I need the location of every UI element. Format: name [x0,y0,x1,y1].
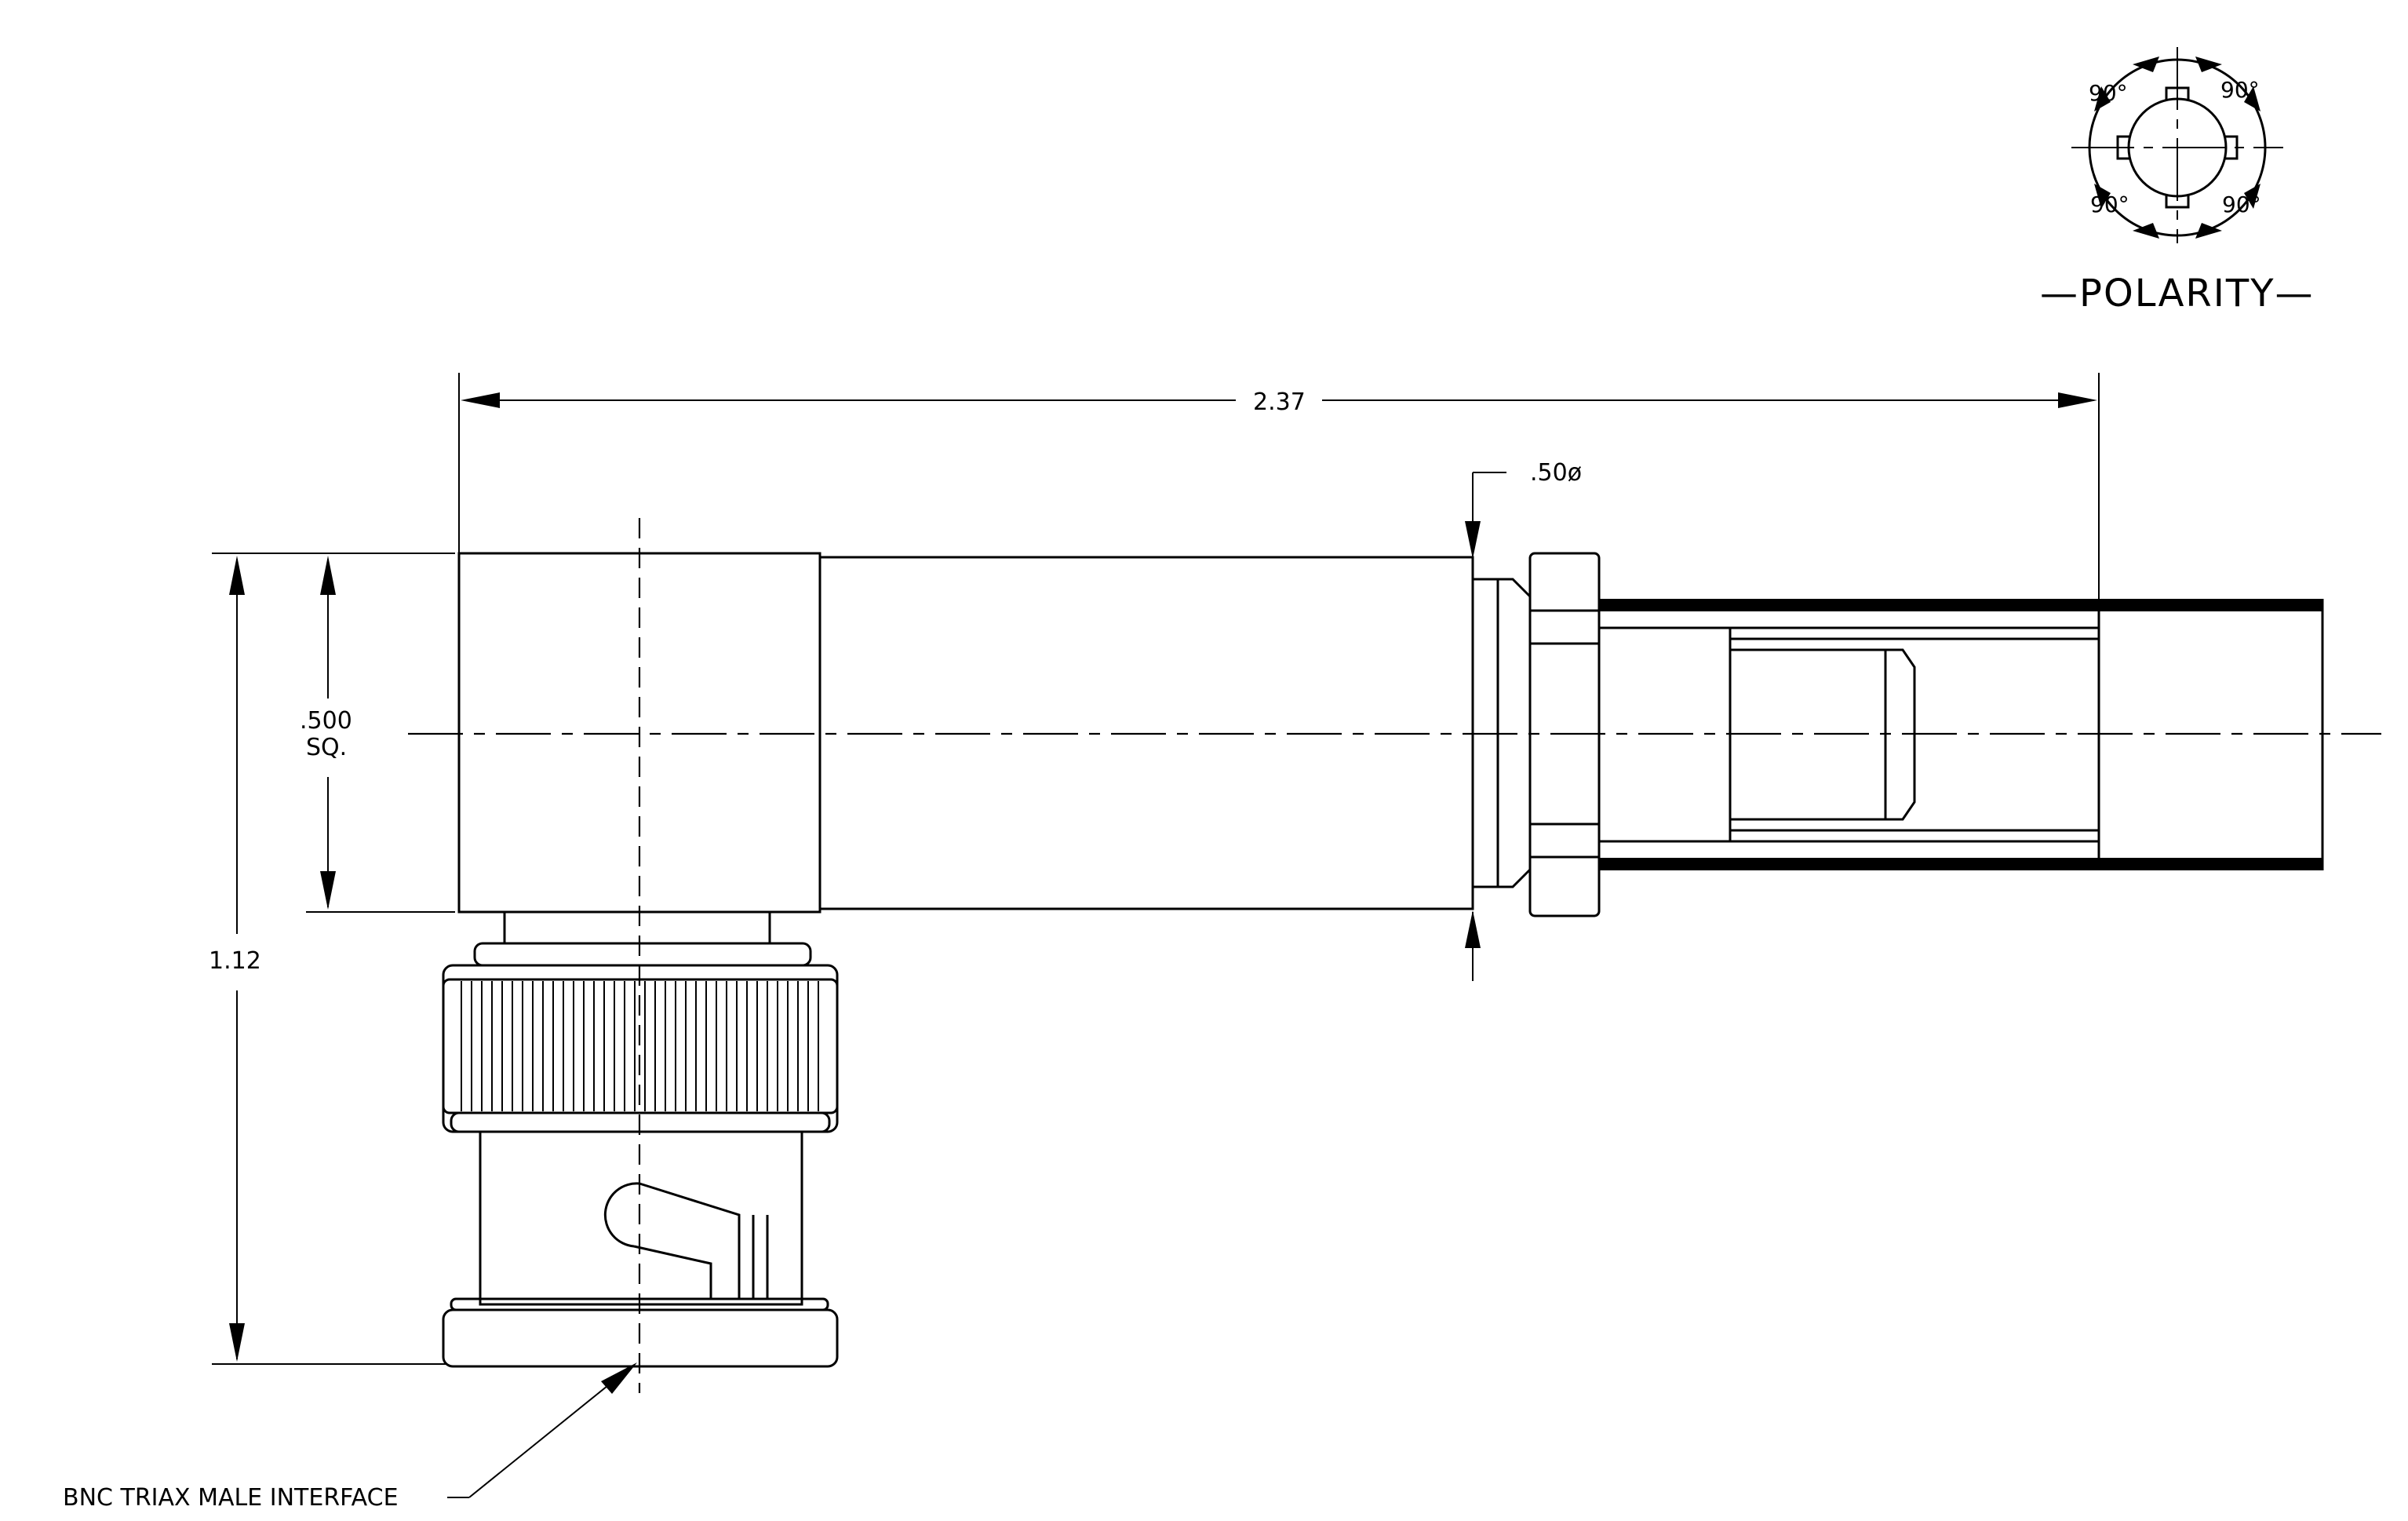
polarity-view: 90° 90° 90° 90° —POLARITY— [2040,47,2315,316]
polarity-angle-bottom-left: 90° [2090,191,2129,217]
polarity-keyway [2116,86,2239,209]
shield-strip-top [1729,626,2100,640]
square-dimension-value: .500 [300,707,352,735]
knurl-lines [461,981,819,1111]
shield-strip-bottom [1729,829,2100,843]
interface-neck [503,910,771,945]
bayonet-sleeve [479,1130,803,1306]
dimension-arrow [1465,521,1481,559]
barrel-chamfer [1498,578,1532,888]
dimension-arrow [461,392,500,408]
cable-jacket-bottom [1599,858,2322,870]
polarity-outer-circle [2088,58,2267,237]
polarity-arrow [2094,184,2111,209]
overall-length-label: 2.37 [1253,388,1306,416]
polarity-arrow [2195,223,2222,239]
coupling-nut-cap [473,942,812,967]
polarity-angle-top-right: 90° [2220,77,2260,103]
interface-callout: BNC TRIAX MALE INTERFACE [63,1362,637,1512]
overall-height-dimension: 1.12 [209,553,447,1365]
square-dimension: .500 SQ. [300,553,455,913]
leader-arrow [601,1362,637,1394]
interface-callout-label: BNC TRIAX MALE INTERFACE [63,1484,399,1512]
polarity-arrow [2244,86,2260,111]
polarity-angle-top-left: 90° [2089,80,2128,106]
cable-jacket-top [1599,599,2322,611]
bayonet-slot [603,1182,741,1299]
cable-diameter-dimension: .50ø [1465,459,1582,981]
polarity-angle-bottom-right: 90° [2222,191,2261,217]
polarity-arrow [2244,184,2260,209]
dimension-arrow [229,556,245,595]
overall-length-dimension: 2.37 [458,373,2100,667]
leader-line [468,1369,628,1498]
polarity-arrow [2094,86,2111,111]
dimension-arrow [320,556,336,595]
dimension-arrow [2058,392,2097,408]
square-dimension-suffix: SQ. [306,734,347,761]
polarity-arrow [2195,57,2222,72]
overall-height-label: 1.12 [209,947,261,975]
polarity-title: —POLARITY— [2040,272,2315,316]
polarity-arrow [2133,57,2159,72]
polarity-inner-circle [2127,97,2228,198]
polarity-arrow [2133,223,2159,239]
cable-diameter-label: .50ø [1530,459,1582,487]
dimension-arrow [229,1323,245,1362]
dimension-arrow [1465,910,1481,948]
dimension-arrow [320,871,336,910]
